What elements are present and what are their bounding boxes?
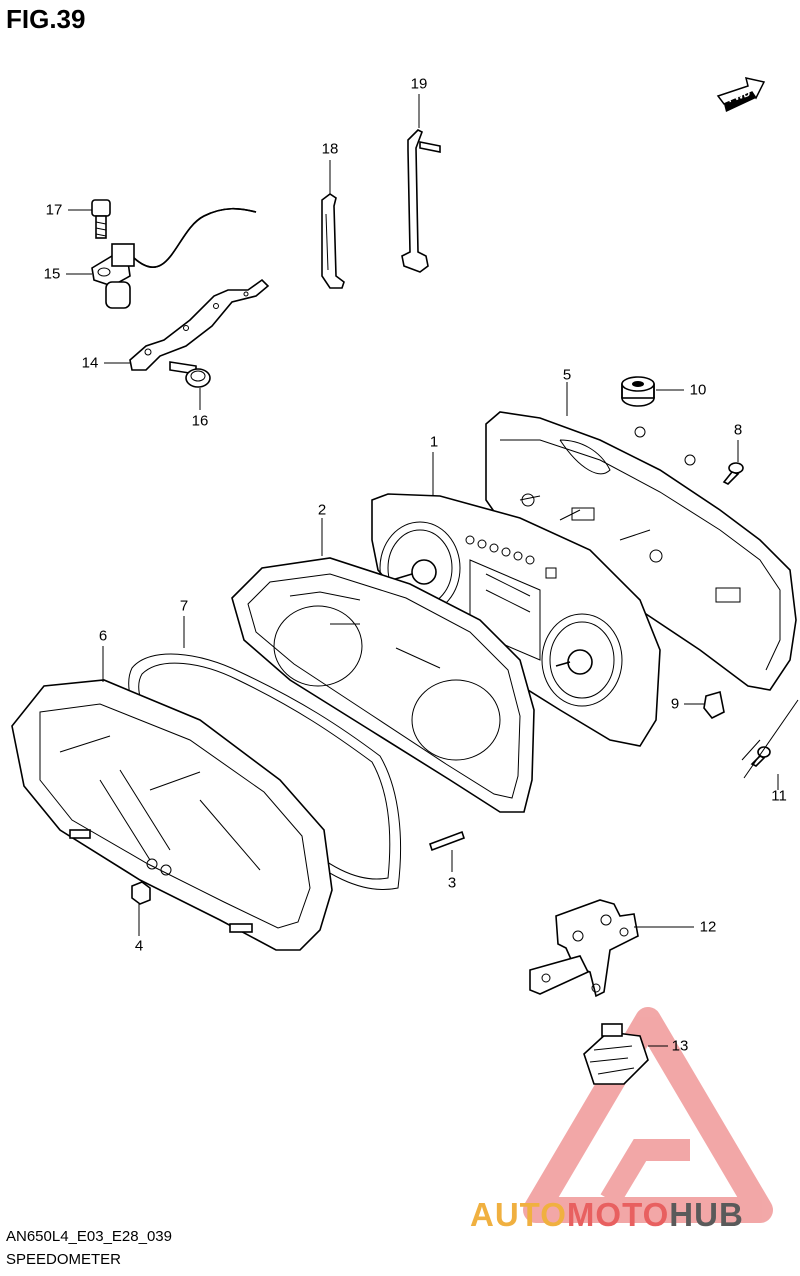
part-18-bracket	[321, 193, 345, 289]
callout-18: 18	[321, 140, 339, 158]
part-13-connector	[583, 1023, 649, 1085]
watermark-part-hub: HUB	[669, 1196, 744, 1233]
part-1-meter-unit	[371, 493, 661, 747]
model-code: AN650L4_E03_E28_039	[6, 1228, 172, 1245]
callout-17: 17	[45, 201, 63, 219]
watermark-logo-shape	[523, 1007, 773, 1223]
part-9-plug	[703, 690, 725, 720]
callout-5: 5	[562, 366, 572, 384]
callout-15: 15	[43, 265, 61, 283]
callout-6: 6	[98, 627, 108, 645]
part-12-bracket	[529, 899, 639, 998]
watermark-text: AUTOMOTOHUB	[470, 1196, 744, 1234]
callout-7: 7	[179, 597, 189, 615]
callout-4: 4	[134, 937, 144, 955]
part-3-pin	[428, 830, 466, 852]
section-name: SPEEDOMETER	[6, 1251, 122, 1268]
watermark-part-moto: MOTO	[566, 1196, 670, 1233]
figure-title: FIG.39	[6, 4, 86, 34]
callout-9: 9	[670, 695, 680, 713]
part-10-grommet	[621, 376, 655, 407]
watermark-part-auto: AUTO	[470, 1196, 567, 1233]
callout-3: 3	[447, 874, 457, 892]
fwd-arrow-icon: FWD	[716, 77, 766, 112]
part-4-nut	[131, 881, 151, 905]
callout-1: 1	[429, 433, 439, 451]
part-16-flange-bolt	[169, 361, 211, 388]
callout-11: 11	[771, 787, 787, 805]
part-5-lower-case	[485, 411, 797, 691]
part-8-screw	[722, 462, 744, 485]
part-11-screw	[750, 746, 771, 767]
part-15-sensor	[91, 207, 257, 309]
callout-10: 10	[689, 381, 707, 399]
callout-13: 13	[671, 1037, 689, 1055]
callout-16: 16	[191, 412, 209, 430]
part-6-lens-cover	[11, 679, 333, 951]
part-2-panel-frame	[231, 557, 535, 813]
callout-14: 14	[81, 354, 99, 372]
part-19-bracket	[401, 129, 441, 273]
part-17-bolt	[91, 199, 111, 239]
part-14-plate	[129, 278, 270, 371]
callout-12: 12	[699, 918, 717, 936]
callout-8: 8	[733, 421, 743, 439]
callout-19: 19	[410, 75, 428, 93]
callout-2: 2	[317, 501, 327, 519]
